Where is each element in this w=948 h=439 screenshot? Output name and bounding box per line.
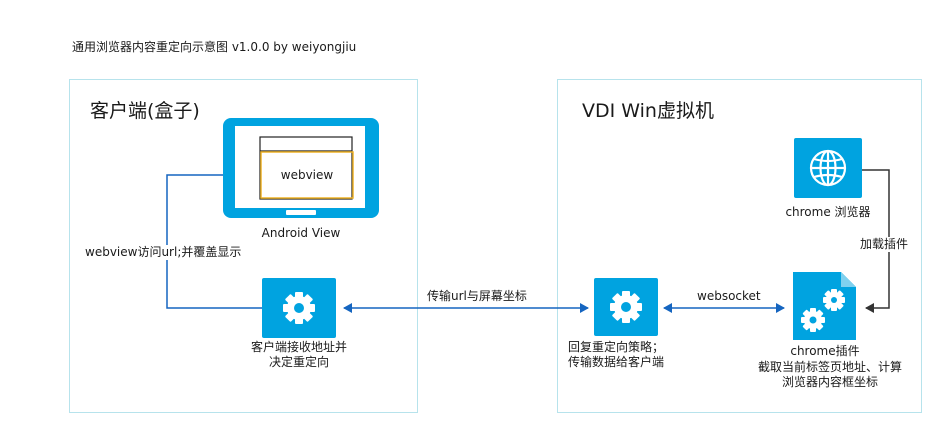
vdi-container-title: VDI Win虚拟机: [582, 100, 714, 122]
globe-icon: [809, 149, 847, 187]
chrome-browser-label: chrome 浏览器: [785, 205, 871, 219]
client-receiver-node: [262, 278, 336, 338]
diagram-title: 通用浏览器内容重定向示意图 v1.0.0 by weiyongjiu: [72, 40, 357, 54]
chrome-plugin-node: [791, 270, 858, 342]
gear-icon: [283, 292, 315, 324]
load-plugin-label: 加载插件: [858, 237, 911, 252]
tablet-icon: [223, 118, 379, 218]
client-receiver-label-1: 客户端接收地址并: [250, 340, 347, 354]
client-container-title: 客户端(盒子): [90, 100, 200, 122]
chrome-plugin-label-2: 截取当前标签页地址、计算: [757, 360, 902, 374]
redirect-policy-label-2: 传输数据给客户端: [568, 355, 665, 369]
vdi-container: [557, 79, 922, 413]
chrome-browser-node: [794, 138, 862, 198]
client-receiver-label-2: 决定重定向: [268, 355, 329, 369]
chrome-plugin-label-1: chrome插件: [790, 344, 860, 358]
webview-label: webview: [280, 168, 334, 182]
client-container: [69, 79, 418, 413]
gear-icon: [610, 291, 642, 323]
redirect-policy-label-1: 回复重定向策略；: [568, 340, 665, 354]
chrome-plugin-label-3: 浏览器内容框坐标: [781, 375, 878, 389]
android-view-node: webview: [223, 118, 379, 218]
websocket-label: websocket: [695, 289, 763, 304]
webview-access-label: webview访问url;并覆盖显示: [83, 245, 244, 260]
transfer-url-label: 传输url与屏幕坐标: [425, 289, 529, 304]
android-view-label: Android View: [261, 226, 341, 240]
redirect-policy-node: [594, 278, 658, 336]
webview-access-connector: [166, 170, 262, 309]
plugin-gears-icon: [793, 272, 856, 340]
